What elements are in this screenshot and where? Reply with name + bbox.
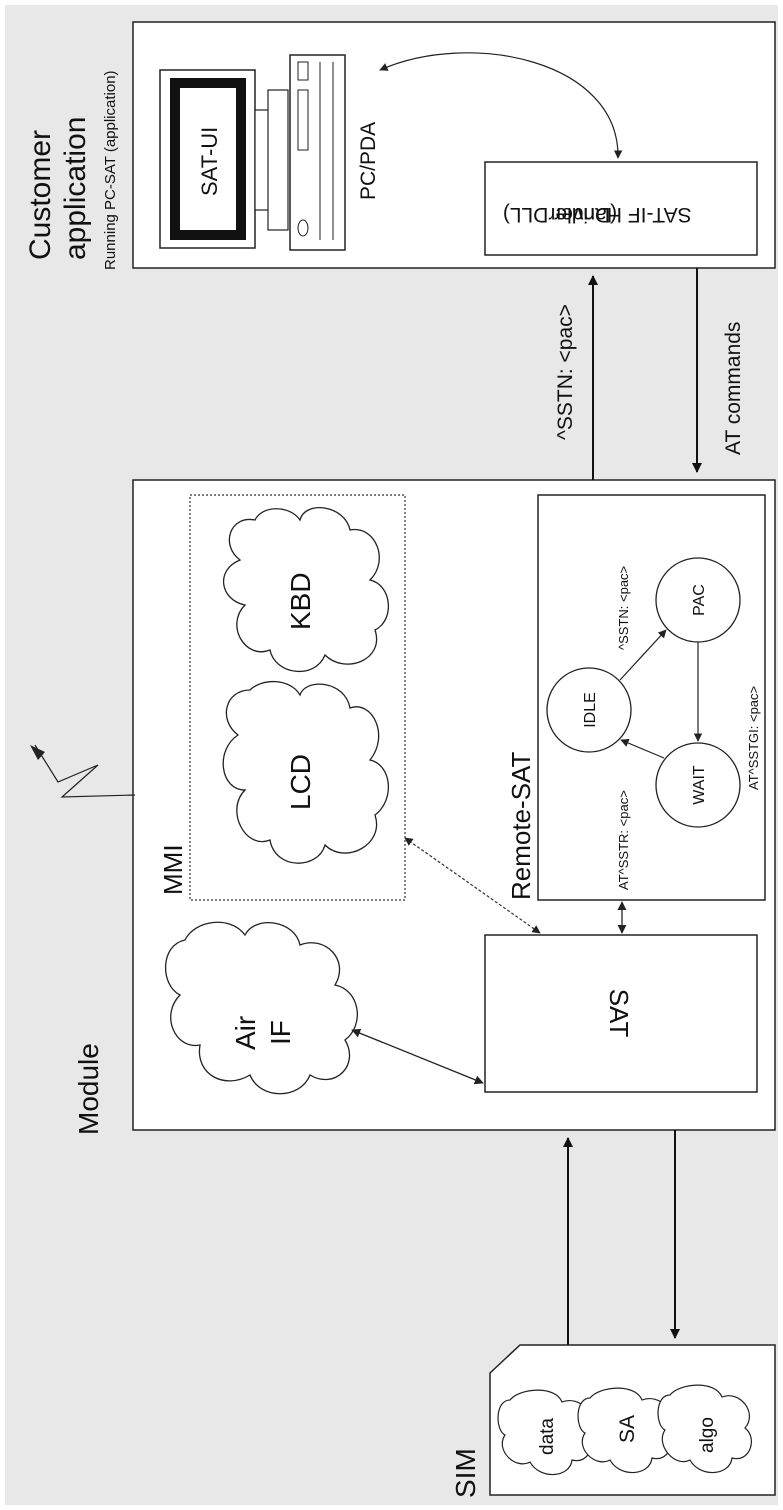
idle-state xyxy=(546,667,632,753)
sat-if-handler-box xyxy=(484,161,758,256)
mmi-box xyxy=(189,494,406,901)
algo-cloud xyxy=(657,1384,752,1474)
mmi-label: MMI xyxy=(158,844,188,895)
air-if-cloud xyxy=(164,921,358,1095)
at-commands-label: AT commands xyxy=(722,322,745,455)
pc-pda-label: PC/PDA xyxy=(357,122,380,200)
sim-label: SIM xyxy=(450,1448,481,1498)
idle-pac-arrow xyxy=(619,629,667,681)
sat-ui-label: SAT-UI xyxy=(197,127,222,196)
mmi-sat-arrow xyxy=(404,837,541,934)
pc-monitor-icon xyxy=(159,69,289,249)
handler-line1: SAT-IF Handler xyxy=(548,203,691,226)
sat-box xyxy=(484,934,758,1093)
kbd-cloud xyxy=(223,507,390,672)
data-label: data xyxy=(537,1418,558,1455)
sstr-transition-label: AT^SSTR: <pac> xyxy=(616,790,631,890)
pac-label: PAC xyxy=(691,584,708,616)
antenna-icon xyxy=(34,744,136,798)
lcd-label: LCD xyxy=(285,754,316,810)
kbd-label: KBD xyxy=(285,572,316,630)
wait-state xyxy=(655,742,741,828)
sstgi-transition-label: AT^SSTGI: <pac> xyxy=(746,686,761,790)
customer-subtitle: Running PC-SAT (application) xyxy=(102,70,119,270)
sat-label: SAT xyxy=(604,989,634,1038)
data-cloud xyxy=(497,1389,592,1476)
sstn-transition-label: ^SSTN: <pac> xyxy=(616,566,631,650)
sa-label: SA xyxy=(616,1415,639,1443)
customer-application-label: Customer application Running PC-SAT (app… xyxy=(24,70,119,270)
pc-tower-icon xyxy=(289,54,346,251)
customer-title: Customer xyxy=(24,130,57,260)
air-if-label-1: Air xyxy=(230,1016,261,1050)
wait-idle-arrow xyxy=(620,739,665,759)
air-if-label-2: IF xyxy=(265,1020,296,1045)
handler-line2: (Driver DLL) xyxy=(503,203,617,226)
airif-sat-arrow xyxy=(351,1028,484,1085)
sa-cloud xyxy=(577,1387,672,1474)
sstn-arrow-label: ^SSTN: <pac> xyxy=(554,304,577,440)
lcd-cloud xyxy=(222,680,389,864)
remote-sat-label: Remote-SAT xyxy=(506,752,536,900)
module-label: Module xyxy=(73,1043,104,1135)
antenna-tip-icon xyxy=(30,745,45,760)
algo-label: algo xyxy=(697,1417,718,1453)
wait-label: WAIT xyxy=(691,765,708,805)
customer-title-2: application xyxy=(59,117,92,260)
pc-handler-arrow xyxy=(379,52,623,159)
idle-label: IDLE xyxy=(582,692,599,728)
